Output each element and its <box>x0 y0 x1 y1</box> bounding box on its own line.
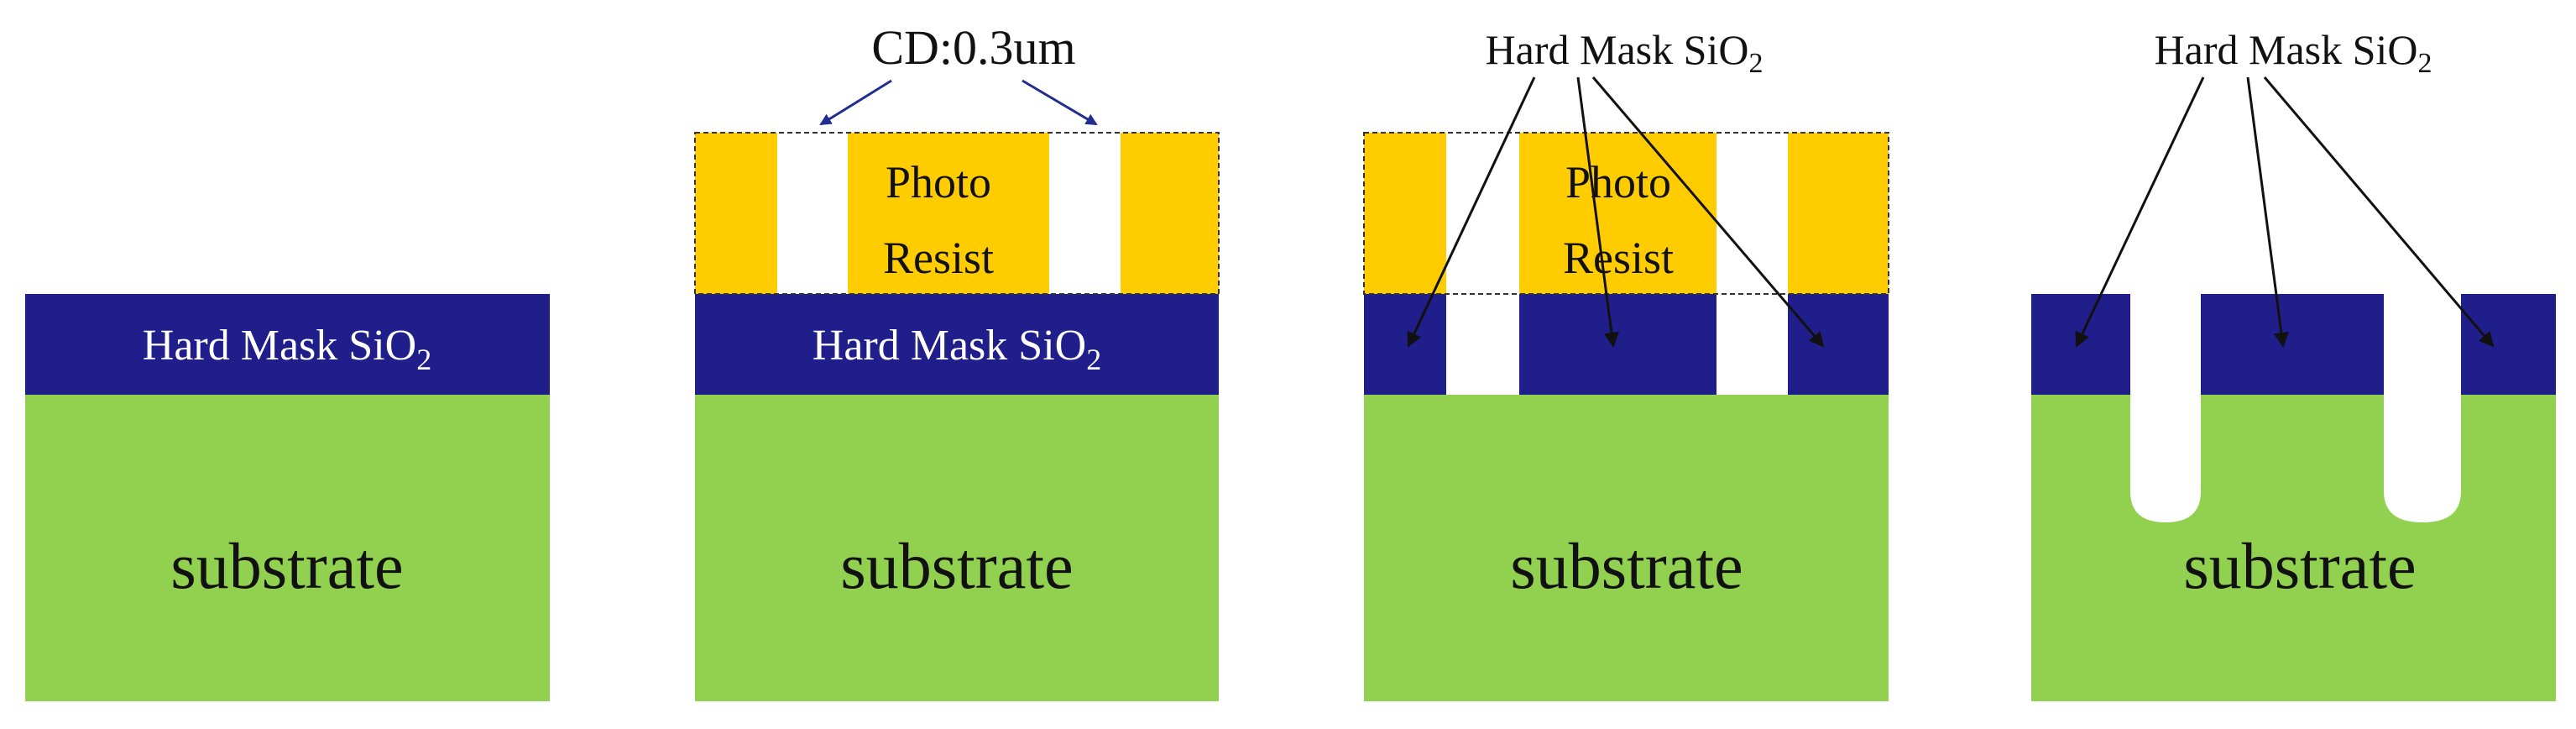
photo-resist-label-line2: Resist <box>883 233 994 283</box>
cd-label: CD:0.3um <box>871 20 1075 75</box>
panel-1: Hard Mask SiO2 substrate <box>25 294 550 701</box>
hard-mask-segment-left <box>1364 294 1446 395</box>
hard-mask-segment-right <box>2461 294 2556 395</box>
trench-right <box>2384 395 2461 522</box>
cd-arrow-right <box>1022 79 1098 126</box>
photo-resist-outline <box>1363 132 1889 295</box>
substrate-layer <box>25 395 550 701</box>
hard-mask-segment-left <box>2031 294 2130 395</box>
photo-resist-center <box>848 133 1049 294</box>
photo-resist-left <box>695 133 777 294</box>
substrate-label: substrate <box>170 529 403 602</box>
photo-resist-label-line1: Photo <box>1565 157 1671 207</box>
callout-arrow-right <box>2263 76 2495 348</box>
hard-mask-segment-right <box>1788 294 1889 395</box>
photo-resist-left <box>1364 133 1446 294</box>
panel-3: Photo Resist substrate Hard Mask SiO2 <box>1363 26 1889 701</box>
photo-resist-label-line2: Resist <box>1563 233 1674 283</box>
substrate-layer <box>1364 395 1889 701</box>
hard-mask-segment-center <box>2201 294 2384 395</box>
hard-mask-segment-center <box>1519 294 1716 395</box>
callout-arrow-center <box>2246 76 2289 348</box>
cd-arrow-left <box>819 79 892 126</box>
substrate-label: substrate <box>1510 529 1743 602</box>
hard-mask-label: Hard Mask SiO2 <box>813 322 1101 376</box>
hard-mask-label: Hard Mask SiO2 <box>143 322 431 376</box>
callout-arrow-right <box>1591 76 1825 348</box>
callout-arrow-left <box>1407 76 1536 348</box>
hard-mask-callout: Hard Mask SiO2 <box>2155 26 2432 79</box>
hard-mask-layer <box>25 294 550 395</box>
photo-resist-right <box>1121 133 1219 294</box>
substrate-label: substrate <box>840 529 1073 602</box>
substrate-label: substrate <box>2183 529 2416 602</box>
substrate-layer <box>2031 395 2556 701</box>
trench-left <box>2130 395 2201 522</box>
substrate-layer <box>695 395 1219 701</box>
photo-resist-right <box>1788 133 1889 294</box>
photo-resist-label-line1: Photo <box>886 157 991 207</box>
photo-resist-center <box>1519 133 1716 294</box>
hard-mask-callout: Hard Mask SiO2 <box>1486 26 1763 79</box>
panel-2: Photo Resist Hard Mask SiO2 substrate CD… <box>694 20 1220 701</box>
callout-arrow-left <box>2075 76 2205 348</box>
panel-4: substrate Hard Mask SiO2 <box>2031 26 2556 701</box>
callout-arrow-center <box>1576 76 1619 348</box>
photo-resist-outline <box>694 132 1220 295</box>
hard-mask-layer <box>695 294 1219 395</box>
